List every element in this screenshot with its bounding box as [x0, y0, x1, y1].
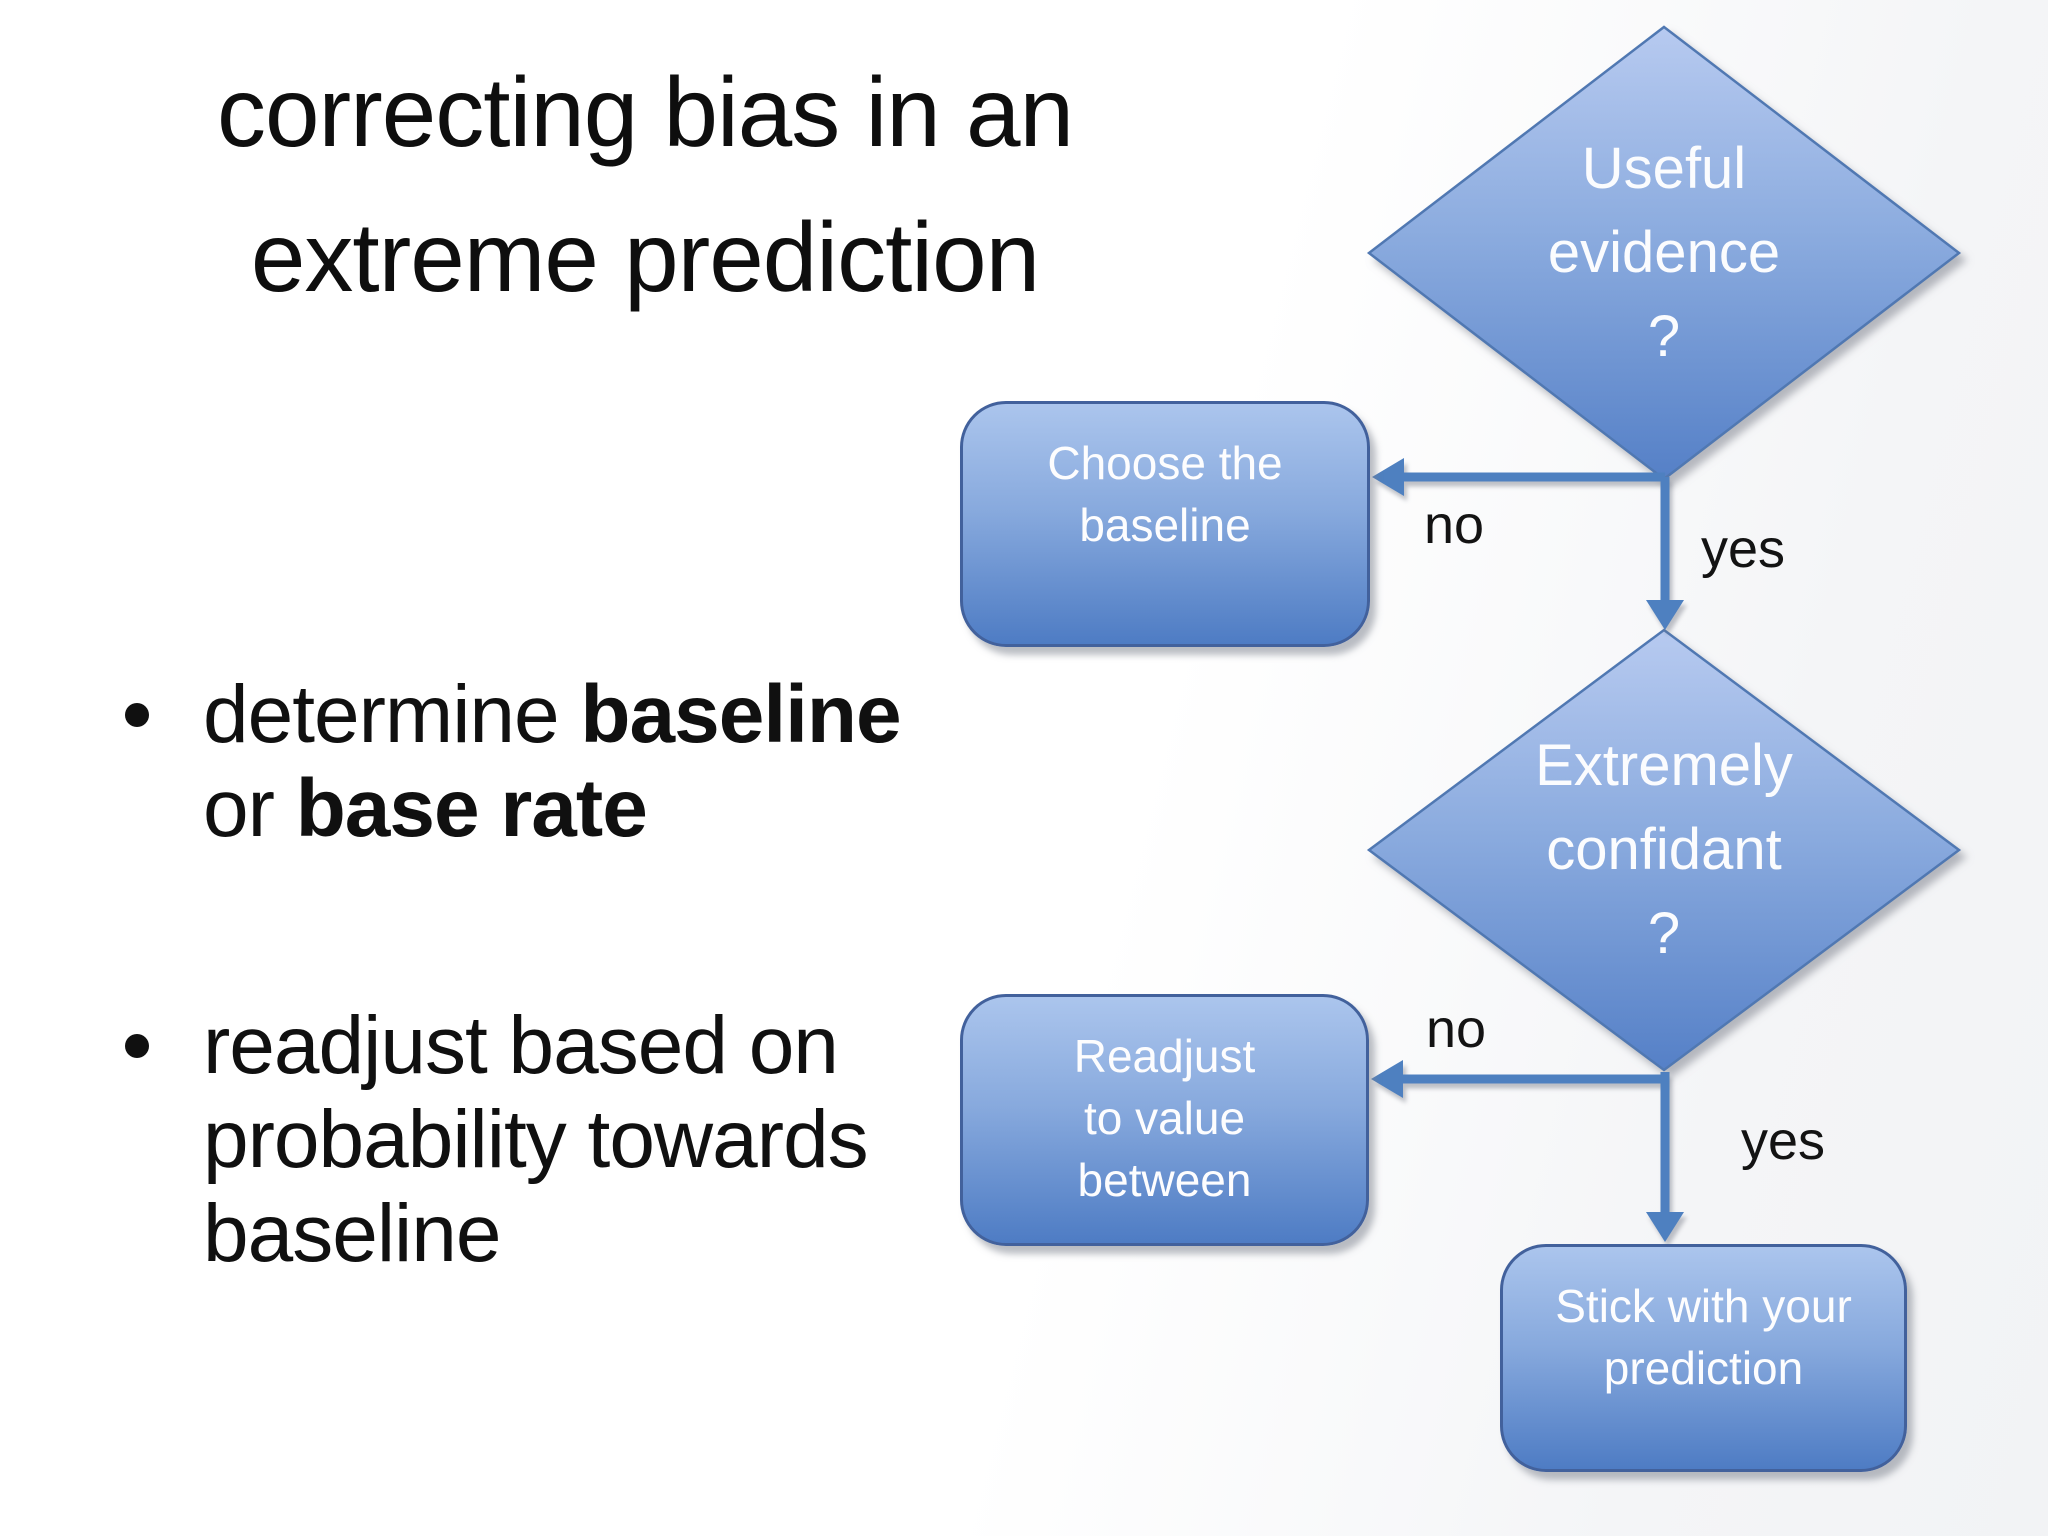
arrow-yes-to-extremely-confidant	[1646, 477, 1684, 630]
branch-label-yes-2: yes	[1741, 1111, 1826, 1171]
process-box-choose-baseline-label: Choose the baseline	[1047, 437, 1283, 551]
bullet-1-segment-normal: determine	[203, 669, 581, 760]
bullet-dot	[125, 1034, 149, 1058]
branch-label-no-1: no	[1424, 495, 1485, 555]
bullet-item-baseline: determine baseline or base rate	[203, 668, 983, 856]
bullet-1-segment-normal-2: or	[203, 763, 296, 854]
slide-title: correcting bias in an extreme prediction	[216, 57, 1074, 312]
branch-label-no-2: no	[1426, 999, 1487, 1059]
process-box-readjust-value: Readjust to value between	[960, 994, 1369, 1246]
arrow-no-to-readjust	[1371, 1060, 1665, 1098]
decision-diamond-extremely-confidant	[1366, 628, 1962, 1072]
arrow-yes-to-stick	[1646, 1072, 1684, 1242]
bullet-item-readjust: readjust based on probability towards ba…	[203, 1000, 869, 1279]
process-box-stick-with-prediction: Stick with your prediction	[1500, 1244, 1907, 1472]
process-box-stick-with-prediction-label: Stick with your prediction	[1555, 1280, 1852, 1394]
bullet-1-segment-bold: baseline	[580, 669, 901, 760]
arrow-no-to-choose-baseline	[1372, 458, 1665, 496]
branch-label-yes-1: yes	[1701, 519, 1786, 579]
bullet-dot	[125, 703, 149, 727]
decision-extremely-confidant-label: Extremely confidant ?	[1535, 733, 1793, 966]
bullet-1-segment-bold-2: base rate	[295, 763, 648, 854]
decision-useful-evidence-label: Useful evidence ?	[1547, 136, 1781, 369]
process-box-readjust-value-label: Readjust to value between	[1073, 1030, 1256, 1206]
process-box-choose-baseline: Choose the baseline	[960, 401, 1370, 647]
